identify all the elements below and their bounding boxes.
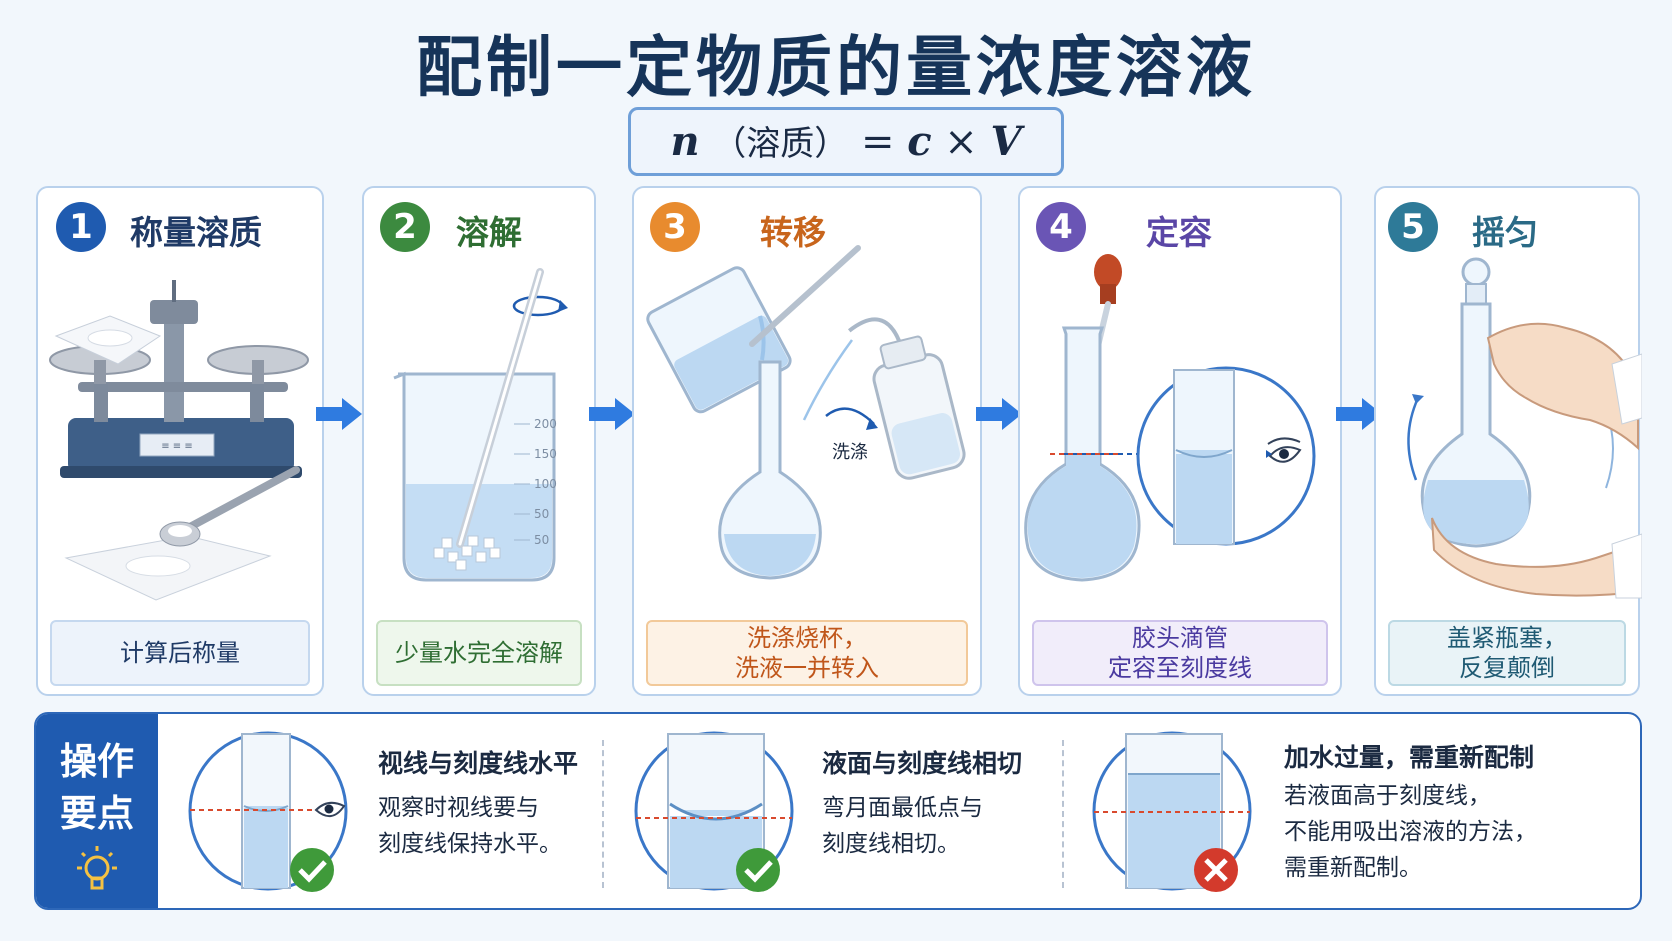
formula-c: c bbox=[907, 118, 932, 165]
formula-eq: = bbox=[860, 119, 895, 165]
beaker-graduations: 200 150 100 50 50 bbox=[514, 417, 557, 547]
transfer-illustration: 洗涤 bbox=[646, 245, 966, 580]
tip-body-line: 刻度线保持水平。 bbox=[378, 831, 562, 857]
page-title: 配制一定物质的量浓度溶液 bbox=[416, 29, 1256, 106]
solute-crystals bbox=[433, 535, 501, 571]
cross-icon bbox=[1194, 848, 1238, 892]
graduation-label: 100 bbox=[534, 477, 557, 491]
tip-title: 液面与刻度线相切 bbox=[822, 749, 1023, 778]
tip-body: 弯月面最低点与 刻度线相切。 bbox=[822, 790, 983, 862]
tips-side-label: 操作 要点 bbox=[36, 714, 158, 908]
tip-body-line: 需重新配制。 bbox=[1284, 855, 1422, 881]
tips-label-line: 操作 bbox=[60, 740, 134, 783]
dropper-flask-illustration bbox=[1024, 254, 1316, 582]
tip-body-line: 刻度线相切。 bbox=[822, 831, 960, 857]
step-number-badge: 1 bbox=[56, 202, 106, 252]
step-card-constant-volume: 4 定容 胶头滴管 定容至刻度线 bbox=[1018, 186, 1342, 696]
graduation-label: 150 bbox=[534, 447, 557, 461]
graduation-label: 50 bbox=[534, 533, 549, 547]
formula-paren: （溶质） bbox=[712, 124, 849, 164]
beaker-stirring-illustration: 200 150 100 50 50 bbox=[393, 268, 568, 582]
divider bbox=[602, 740, 604, 888]
tip-title: 加水过量，需重新配制 bbox=[1284, 743, 1535, 772]
caption-line: 盖紧瓶塞， bbox=[1447, 624, 1567, 652]
balance-scale-illustration: ≡ ≡ ≡ bbox=[49, 280, 309, 601]
check-icon bbox=[736, 848, 780, 892]
step-card-dissolve: 2 溶解 200 150 100 50 50 少量水完全溶解 bbox=[362, 186, 596, 696]
wash-label: 洗涤 bbox=[832, 442, 868, 463]
step-title: 转移 bbox=[760, 213, 826, 252]
step-caption: 洗涤烧杯， 洗液一并转入 bbox=[646, 620, 968, 686]
check-icon bbox=[290, 848, 334, 892]
formula-times: × bbox=[944, 119, 978, 165]
step-title: 定容 bbox=[1146, 213, 1212, 252]
step-number-badge: 3 bbox=[650, 202, 700, 252]
step-card-shake: 5 摇匀 盖紧瓶塞， 反复颠倒 bbox=[1374, 186, 1642, 696]
tip-body-line: 弯月面最低点与 bbox=[822, 795, 983, 821]
step-caption: 计算后称量 bbox=[50, 620, 310, 686]
shaking-flask-illustration bbox=[1407, 257, 1642, 599]
meniscus-diagram bbox=[634, 731, 794, 892]
lightbulb-icon bbox=[77, 846, 117, 890]
step-caption: 少量水完全溶解 bbox=[376, 620, 582, 686]
step-card-weigh: 1 称量溶质 ≡ ≡ ≡ 计算后称量 bbox=[36, 186, 324, 696]
caption-line: 胶头滴管 bbox=[1132, 624, 1228, 652]
caption-line: 定容至刻度线 bbox=[1108, 654, 1252, 682]
caption-line: 反复颠倒 bbox=[1459, 654, 1555, 682]
tip-body: 观察时视线要与 刻度线保持水平。 bbox=[378, 790, 562, 862]
caption-line: 计算后称量 bbox=[120, 639, 240, 667]
formula-v: V bbox=[990, 118, 1022, 165]
tip-title: 视线与刻度线水平 bbox=[378, 749, 579, 778]
eye-level-diagram bbox=[188, 731, 348, 892]
arrow-right-icon bbox=[589, 398, 635, 430]
step-title: 称量溶质 bbox=[130, 213, 262, 252]
divider bbox=[1062, 740, 1064, 888]
arrow-right-icon bbox=[1336, 398, 1382, 430]
step-card-transfer: 3 转移 洗涤 洗涤烧杯， 洗液一并转入 bbox=[632, 186, 982, 696]
arrow-right-icon bbox=[976, 398, 1022, 430]
step-title: 摇匀 bbox=[1472, 213, 1538, 252]
tips-label-line: 要点 bbox=[60, 792, 134, 835]
step-caption: 盖紧瓶塞， 反复颠倒 bbox=[1388, 620, 1626, 686]
graduation-label: 200 bbox=[534, 417, 557, 431]
scale-label-text: ≡ ≡ ≡ bbox=[161, 441, 193, 452]
caption-line: 洗涤烧杯， bbox=[747, 624, 867, 652]
step-number-badge: 4 bbox=[1036, 202, 1086, 252]
caption-line: 洗液一并转入 bbox=[735, 654, 879, 682]
tip-body-line: 观察时视线要与 bbox=[378, 795, 539, 821]
step-number-badge: 5 bbox=[1388, 202, 1438, 252]
graduation-label: 50 bbox=[534, 507, 549, 521]
step-number-badge: 2 bbox=[380, 202, 430, 252]
tip-body-line: 若液面高于刻度线， bbox=[1284, 783, 1491, 809]
formula-box: n （溶质） = c × V bbox=[628, 107, 1064, 176]
arrow-right-icon bbox=[316, 398, 362, 430]
tip-body: 若液面高于刻度线， 不能用吸出溶液的方法， 需重新配制。 bbox=[1284, 778, 1537, 886]
tip-body-line: 不能用吸出溶液的方法， bbox=[1284, 819, 1537, 845]
caption-line: 少量水完全溶解 bbox=[395, 639, 563, 667]
tips-panel: 操作 要点 视线与刻度线水平 观察时视线要与 刻度线保持水平。 bbox=[34, 712, 1642, 910]
overfill-diagram bbox=[1092, 731, 1252, 892]
formula-n: n bbox=[670, 118, 700, 165]
step-caption: 胶头滴管 定容至刻度线 bbox=[1032, 620, 1328, 686]
step-title: 溶解 bbox=[456, 213, 522, 252]
